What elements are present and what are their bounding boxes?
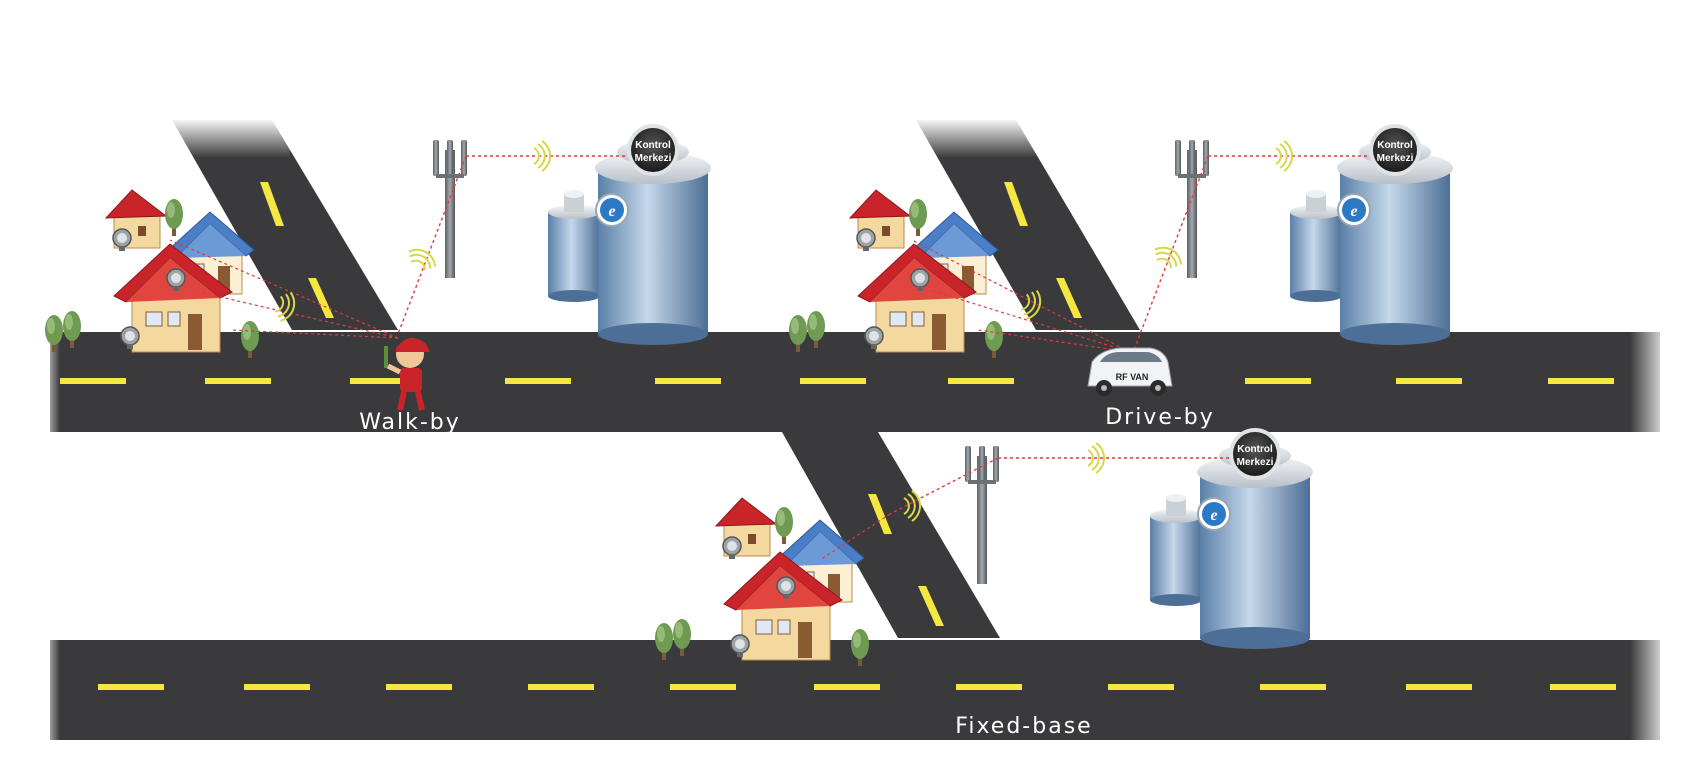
side-road-walk xyxy=(172,120,398,330)
drive-by-scene: Kontrol Merkezi RF VAN Drive-by xyxy=(789,123,1454,430)
fixed-base-scene: Kontrol Merkezi Fixed-base xyxy=(655,427,1314,739)
drive-by-label: Drive-by xyxy=(1105,405,1215,430)
meter-reader-person-icon xyxy=(384,337,430,411)
control-center-line2: Merkezi xyxy=(1377,153,1414,164)
skyscraper-icon xyxy=(1149,427,1314,650)
wireless-wave-icon xyxy=(533,140,552,172)
walk-by-scene: Kontrol Merkezi Walk-by xyxy=(45,123,712,435)
wireless-wave-icon xyxy=(1150,241,1187,273)
van-icon: RF VAN xyxy=(1087,347,1173,396)
van-label: RF VAN xyxy=(1116,372,1149,382)
control-center-line1: Kontrol xyxy=(1377,140,1413,151)
control-center-line2: Merkezi xyxy=(635,153,672,164)
control-center-line1: Kontrol xyxy=(1237,444,1273,455)
wireless-wave-icon xyxy=(404,243,441,275)
lane-markings xyxy=(60,182,1616,690)
side-road-drive xyxy=(916,120,1140,330)
walk-by-label: Walk-by xyxy=(359,410,461,435)
skyscraper-icon xyxy=(1289,123,1454,346)
side-road-fixed xyxy=(782,432,1000,638)
control-center-line1: Kontrol xyxy=(635,140,671,151)
control-center-line2: Merkezi xyxy=(1237,457,1274,468)
wireless-wave-icon xyxy=(1275,140,1294,172)
cell-tower-icon xyxy=(433,140,467,278)
fixed-base-label: Fixed-base xyxy=(955,714,1092,739)
skyscraper-icon xyxy=(547,123,712,346)
